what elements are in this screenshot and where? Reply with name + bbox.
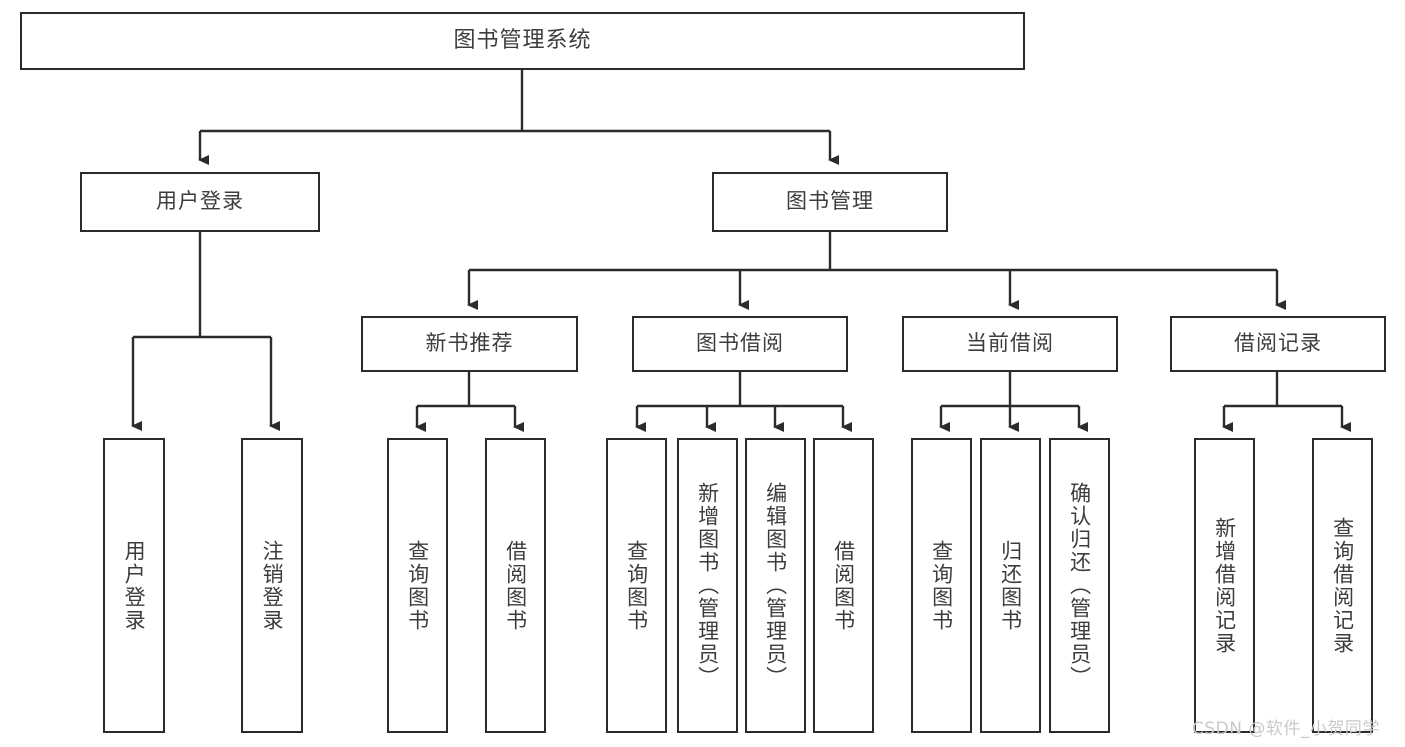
leaf-user-login[interactable]: 用户登录: [103, 438, 165, 733]
node-book-management[interactable]: 图书管理: [712, 172, 948, 232]
node-label: 图书借阅: [696, 331, 784, 356]
leaf-add-borrow-record[interactable]: 新增借阅记录: [1194, 438, 1255, 733]
node-label: 图书管理: [786, 189, 874, 214]
leaf-confirm-return-admin[interactable]: 确认归还（管理员）: [1049, 438, 1110, 733]
node-user-login[interactable]: 用户登录: [80, 172, 320, 232]
node-current-borrow[interactable]: 当前借阅: [902, 316, 1118, 372]
node-label: 新增借阅记录: [1212, 516, 1237, 655]
leaf-query-book-current[interactable]: 查询图书: [911, 438, 972, 733]
leaf-query-borrow-record[interactable]: 查询借阅记录: [1312, 438, 1373, 733]
node-new-book-recommend[interactable]: 新书推荐: [361, 316, 578, 372]
node-label: 借阅图书: [503, 539, 528, 632]
node-label: 借阅图书: [831, 539, 856, 632]
node-borrow-record[interactable]: 借阅记录: [1170, 316, 1386, 372]
leaf-return-book[interactable]: 归还图书: [980, 438, 1041, 733]
node-root-system[interactable]: 图书管理系统: [20, 12, 1025, 70]
node-label: 新书推荐: [425, 331, 514, 356]
leaf-edit-book-admin[interactable]: 编辑图书（管理员）: [745, 438, 806, 733]
node-label: 当前借阅: [966, 331, 1054, 356]
leaf-user-logout[interactable]: 注销登录: [241, 438, 303, 733]
node-book-borrow[interactable]: 图书借阅: [632, 316, 848, 372]
node-label: 查询图书: [405, 539, 430, 632]
node-label: 图书管理系统: [453, 27, 592, 53]
leaf-query-book-recommend[interactable]: 查询图书: [387, 438, 448, 733]
node-label: 查询图书: [929, 539, 954, 632]
node-label: 新增图书（管理员）: [695, 482, 720, 689]
node-label: 用户登录: [122, 539, 147, 632]
node-label: 编辑图书（管理员）: [763, 482, 788, 689]
node-label: 归还图书: [998, 539, 1023, 632]
node-label: 查询图书: [624, 539, 649, 632]
leaf-borrow-book[interactable]: 借阅图书: [813, 438, 874, 733]
leaf-add-book-admin[interactable]: 新增图书（管理员）: [677, 438, 738, 733]
node-label: 借阅记录: [1234, 331, 1322, 356]
node-label: 用户登录: [156, 189, 244, 214]
watermark: CSDN @软件_小贺同学: [1192, 719, 1380, 739]
leaf-borrow-book-recommend[interactable]: 借阅图书: [485, 438, 546, 733]
node-label: 查询借阅记录: [1330, 516, 1355, 655]
leaf-query-book-borrow[interactable]: 查询图书: [606, 438, 667, 733]
node-label: 注销登录: [260, 539, 285, 632]
node-label: 确认归还（管理员）: [1067, 482, 1092, 689]
